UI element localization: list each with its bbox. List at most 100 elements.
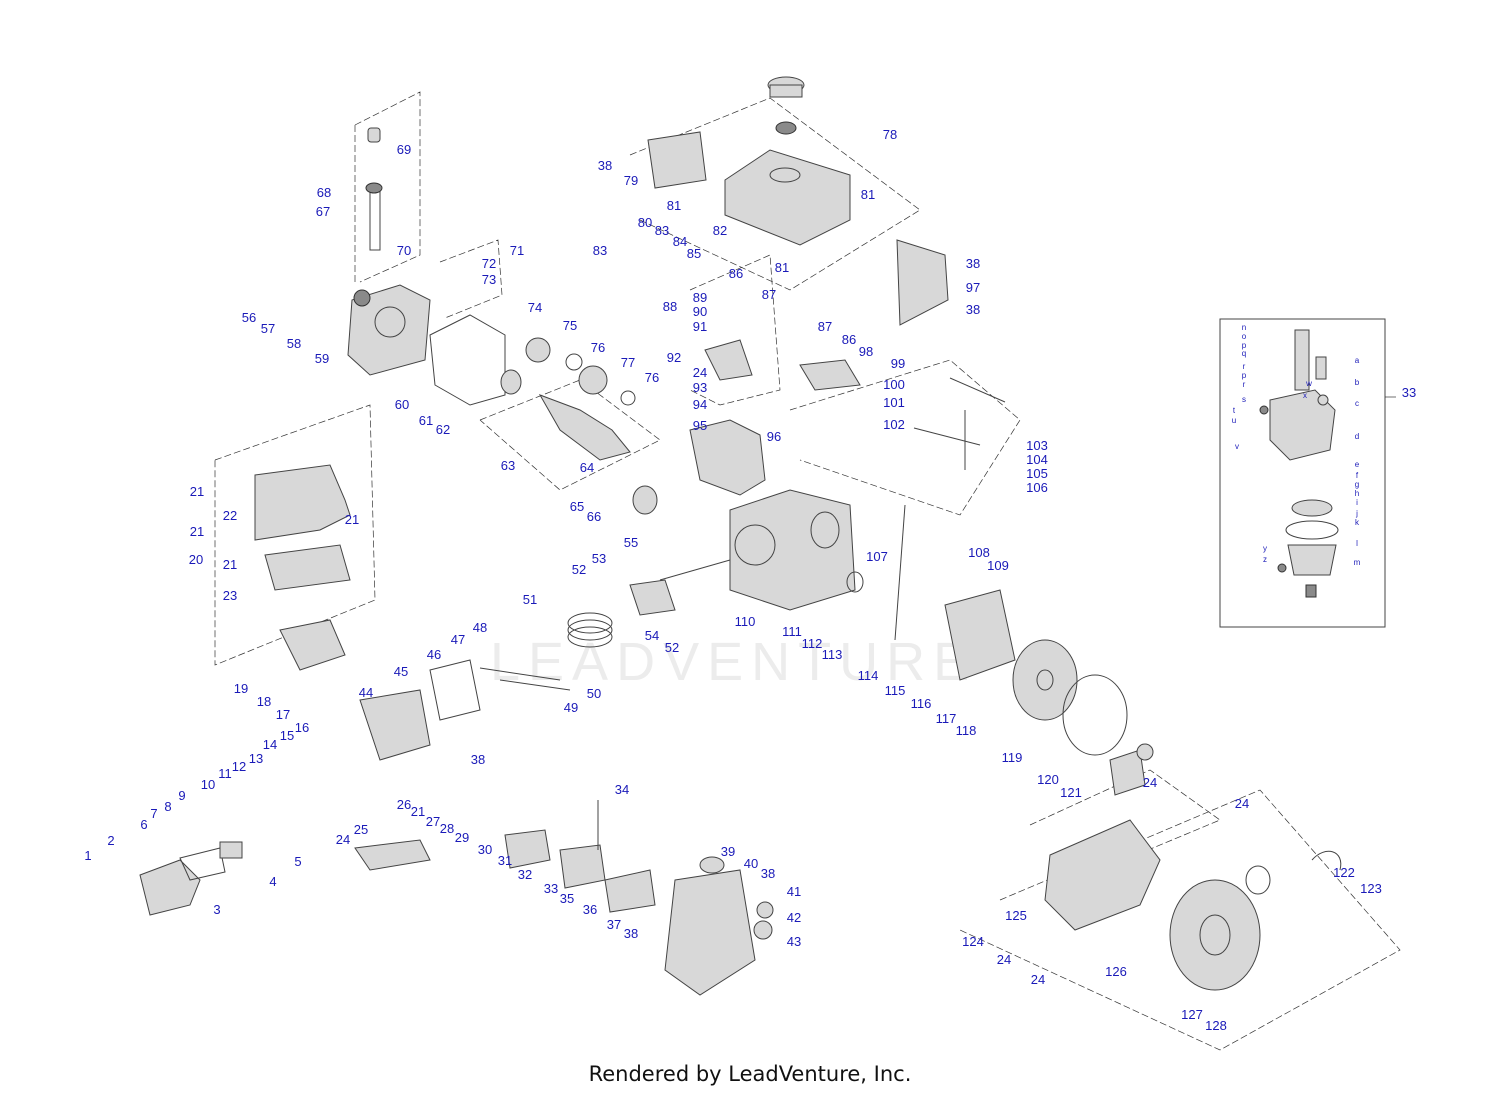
part-callout-61[interactable]: 61 [419,413,433,428]
part-callout-97[interactable]: 97 [966,280,980,295]
part-callout-94[interactable]: 94 [693,397,707,412]
part-callout-24[interactable]: 24 [997,952,1011,967]
part-callout-32[interactable]: 32 [518,867,532,882]
carb-callout-i[interactable]: i [1356,498,1358,507]
part-callout-77[interactable]: 77 [621,355,635,370]
part-callout-24[interactable]: 24 [1031,972,1045,987]
part-callout-21[interactable]: 21 [190,524,204,539]
part-callout-45[interactable]: 45 [394,664,408,679]
part-callout-57[interactable]: 57 [261,321,275,336]
part-callout-110[interactable]: 110 [735,614,756,629]
part-callout-102[interactable]: 102 [883,417,905,432]
carb-callout-e[interactable]: e [1355,460,1360,469]
part-callout-36[interactable]: 36 [583,902,597,917]
part-callout-17[interactable]: 17 [276,707,290,722]
carb-callout-c[interactable]: c [1355,399,1359,408]
part-callout-50[interactable]: 50 [587,686,601,701]
part-callout-34[interactable]: 34 [615,782,629,797]
part-callout-128[interactable]: 128 [1205,1018,1227,1033]
part-callout-2[interactable]: 2 [107,833,114,848]
carb-callout-z[interactable]: z [1263,555,1267,564]
part-callout-38[interactable]: 38 [471,752,485,767]
part-callout-83[interactable]: 83 [593,243,607,258]
carb-callout-m[interactable]: m [1354,558,1361,567]
part-callout-38[interactable]: 38 [598,158,612,173]
part-callout-60[interactable]: 60 [395,397,409,412]
carb-callout-x[interactable]: x [1303,391,1307,400]
carb-callout-d[interactable]: d [1355,432,1359,441]
part-callout-26[interactable]: 26 [397,797,411,812]
part-callout-3[interactable]: 3 [213,902,220,917]
part-callout-19[interactable]: 19 [234,681,248,696]
part-callout-82[interactable]: 82 [713,223,727,238]
part-callout-53[interactable]: 53 [592,551,606,566]
part-callout-33[interactable]: 33 [544,881,558,896]
part-callout-86[interactable]: 86 [842,332,856,347]
part-callout-12[interactable]: 12 [232,759,246,774]
part-callout-48[interactable]: 48 [473,620,487,635]
part-callout-38[interactable]: 38 [966,302,980,317]
part-callout-68[interactable]: 68 [317,185,331,200]
part-callout-55[interactable]: 55 [624,535,638,550]
part-callout-24[interactable]: 24 [1235,796,1249,811]
part-callout-43[interactable]: 43 [787,934,801,949]
part-callout-30[interactable]: 30 [478,842,492,857]
part-callout-16[interactable]: 16 [295,720,309,735]
part-callout-93[interactable]: 93 [693,380,707,395]
carb-callout-n[interactable]: n [1242,323,1246,332]
part-callout-38[interactable]: 38 [761,866,775,881]
part-callout-38[interactable]: 38 [966,256,980,271]
part-callout-11[interactable]: 11 [218,766,232,781]
part-callout-86[interactable]: 86 [729,266,743,281]
part-callout-7[interactable]: 7 [150,806,157,821]
carb-callout-r[interactable]: r [1243,380,1246,389]
part-callout-107[interactable]: 107 [866,549,888,564]
part-callout-1[interactable]: 1 [84,848,91,863]
part-callout-49[interactable]: 49 [564,700,578,715]
carb-callout-u[interactable]: u [1232,416,1236,425]
part-callout-116[interactable]: 116 [911,696,932,711]
carb-callout-a[interactable]: a [1355,356,1360,365]
carb-callout-p[interactable]: p [1242,371,1247,380]
part-callout-108[interactable]: 108 [968,545,990,560]
part-callout-84[interactable]: 84 [673,234,687,249]
carb-callout-b[interactable]: b [1355,378,1360,387]
part-callout-122[interactable]: 122 [1333,865,1355,880]
part-callout-38[interactable]: 38 [624,926,638,941]
part-callout-31[interactable]: 31 [498,853,512,868]
part-callout-28[interactable]: 28 [440,821,454,836]
part-callout-4[interactable]: 4 [269,874,276,889]
part-callout-23[interactable]: 23 [223,588,237,603]
part-callout-64[interactable]: 64 [580,460,594,475]
part-callout-33[interactable]: 33 [1402,385,1416,400]
part-callout-112[interactable]: 112 [802,636,823,651]
carb-callout-y[interactable]: y [1263,544,1267,553]
part-callout-85[interactable]: 85 [687,246,701,261]
part-callout-89[interactable]: 89 [693,290,707,305]
part-callout-81[interactable]: 81 [861,187,875,202]
part-callout-81[interactable]: 81 [775,260,789,275]
carb-callout-t[interactable]: t [1233,406,1236,415]
part-callout-67[interactable]: 67 [316,204,330,219]
part-callout-42[interactable]: 42 [787,910,801,925]
part-callout-10[interactable]: 10 [201,777,215,792]
part-callout-125[interactable]: 125 [1005,908,1027,923]
part-callout-21[interactable]: 21 [190,484,204,499]
part-callout-76[interactable]: 76 [591,340,605,355]
part-callout-15[interactable]: 15 [280,728,294,743]
carb-callout-j[interactable]: j [1355,509,1358,518]
part-callout-69[interactable]: 69 [397,142,411,157]
part-callout-18[interactable]: 18 [257,694,271,709]
part-callout-78[interactable]: 78 [883,127,897,142]
part-callout-109[interactable]: 109 [987,558,1009,573]
part-callout-120[interactable]: 120 [1037,772,1059,787]
part-callout-76[interactable]: 76 [645,370,659,385]
carb-callout-q[interactable]: q [1242,349,1246,358]
part-callout-75[interactable]: 75 [563,318,577,333]
part-callout-101[interactable]: 101 [883,395,905,410]
part-callout-44[interactable]: 44 [359,685,373,700]
part-callout-8[interactable]: 8 [164,799,171,814]
carb-callout-h[interactable]: h [1355,489,1359,498]
carb-callout-o[interactable]: o [1242,332,1247,341]
part-callout-111[interactable]: 111 [782,624,802,639]
